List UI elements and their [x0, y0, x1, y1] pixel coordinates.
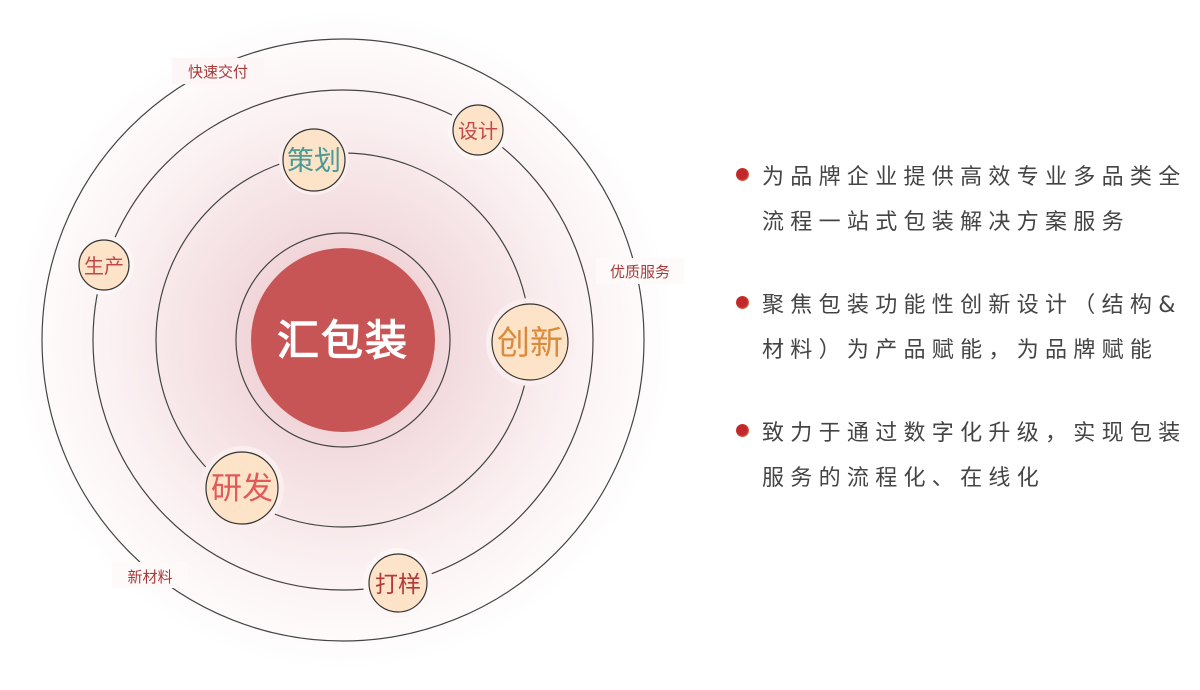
ring-label-fast-delivery: 快速交付 — [188, 63, 248, 81]
feature-text: 为品牌企业提供高效专业多品类全流程一站式包装解决方案服务 — [762, 165, 1187, 235]
ring-label-new-material: 新材料 — [127, 568, 172, 586]
node-shengchan — [78, 239, 130, 291]
node-label-dayang: 打样 — [375, 572, 421, 598]
node-label-chuangxin: 创新 — [497, 323, 563, 362]
node-label-sheji: 设计 — [458, 119, 498, 143]
middle-orbit — [92, 89, 594, 591]
node-sheji — [452, 104, 504, 156]
bullet-icon — [736, 424, 749, 437]
node-label-yanfa: 研发 — [211, 471, 273, 507]
feature-list: 为品牌企业提供高效专业多品类全流程一站式包装解决方案服务 聚焦包装功能性创新设计… — [736, 155, 1196, 539]
node-dayang — [368, 553, 428, 613]
feature-text: 聚焦包装功能性创新设计（结构&材料）为产品赋能，为品牌赋能 — [762, 293, 1182, 363]
node-chuangxin — [491, 303, 569, 381]
node-label-cehua: 策划 — [287, 146, 341, 177]
node-yanfa — [205, 451, 279, 525]
center-circle — [251, 248, 435, 432]
node-cehua — [282, 128, 346, 192]
bullet-icon — [736, 296, 749, 309]
ring-label-quality-service: 优质服务 — [610, 263, 670, 281]
feature-item: 致力于通过数字化升级，实现包装服务的流程化、在线化 — [736, 411, 1196, 501]
node-label-shengchan: 生产 — [84, 254, 124, 278]
bullet-icon — [736, 168, 749, 181]
orbit-diagram: 汇包装 快速交付 优质服务 新材料 策划 设计 生产 创新 研发 打样 — [13, 10, 673, 670]
center-ring — [235, 232, 451, 448]
feature-item: 聚焦包装功能性创新设计（结构&材料）为产品赋能，为品牌赋能 — [736, 283, 1196, 373]
feature-text: 致力于通过数字化升级，实现包装服务的流程化、在线化 — [762, 421, 1187, 491]
feature-item: 为品牌企业提供高效专业多品类全流程一站式包装解决方案服务 — [736, 155, 1196, 245]
outer-orbit — [41, 38, 645, 642]
center-label: 汇包装 — [277, 316, 409, 365]
